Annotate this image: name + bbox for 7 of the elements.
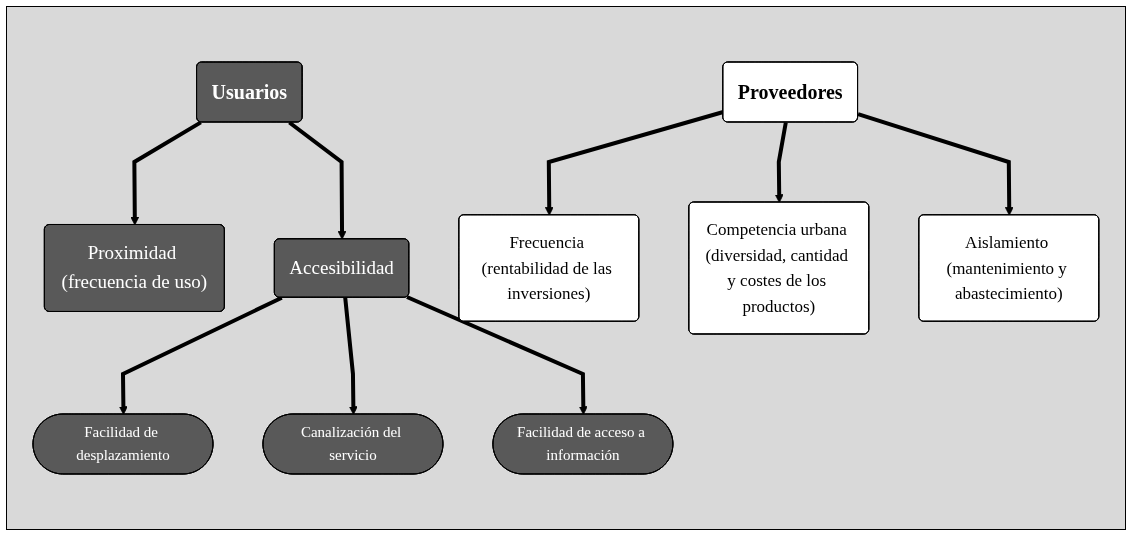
arrow bbox=[343, 297, 358, 415]
arrow bbox=[406, 295, 588, 415]
arrow bbox=[119, 295, 283, 415]
arrow bbox=[774, 122, 788, 203]
arrow bbox=[544, 110, 724, 216]
arrow bbox=[857, 112, 1014, 216]
arrow bbox=[130, 120, 202, 226]
